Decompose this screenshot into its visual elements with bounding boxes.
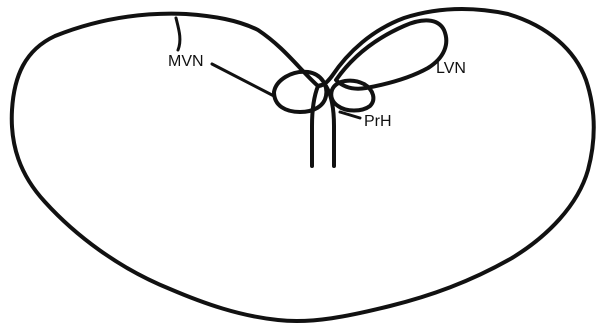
left-nucleus (274, 72, 326, 112)
prh-nucleus (331, 81, 373, 111)
midline-cap (318, 85, 326, 87)
midline-left-line (312, 86, 318, 166)
prh-pointer-line (340, 112, 360, 118)
mvn-tick (176, 18, 180, 50)
label-mvn: MVN (168, 54, 204, 70)
lvn-nucleus (336, 20, 446, 88)
mvn-pointer-line (212, 64, 274, 96)
outer-contour (12, 9, 594, 321)
label-lvn: LVN (436, 61, 466, 77)
label-prh: PrH (364, 114, 392, 130)
